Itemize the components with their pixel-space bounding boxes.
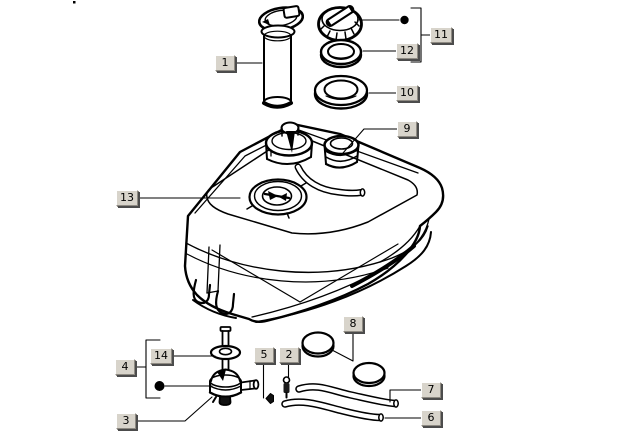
leader-bracket-11 (410, 7, 432, 63)
leader-lines (135, 7, 432, 422)
filler-neck-washer (313, 74, 369, 110)
fuel-gauge-plate (246, 178, 308, 219)
callout-9[interactable]: 9 (397, 121, 417, 137)
leader-8 (331, 331, 354, 362)
fuel-hose-upper (295, 383, 399, 408)
callout-10[interactable]: 10 (396, 85, 418, 101)
fuel-hose-lower (281, 398, 384, 422)
rubber-pads (301, 331, 386, 388)
bolt (265, 393, 274, 404)
callout-2[interactable]: 2 (279, 347, 299, 363)
callout-dot-11 (400, 15, 409, 25)
callout-8[interactable]: 8 (343, 316, 363, 332)
callout-14[interactable]: 14 (150, 348, 172, 364)
callout-6[interactable]: 6 (421, 410, 441, 426)
fuel-sender-unit (257, 5, 305, 109)
leader-bracket-4 (135, 339, 161, 399)
callout-4[interactable]: 4 (115, 359, 135, 375)
sender-cover (264, 121, 314, 165)
leader-7 (389, 389, 422, 403)
callout-5[interactable]: 5 (254, 347, 274, 363)
tank-breather-hose (294, 163, 366, 197)
callout-13[interactable]: 13 (116, 190, 138, 206)
filler-neck (323, 134, 360, 169)
screw-spring (282, 376, 291, 399)
fuel-filler-cap (317, 5, 363, 42)
callout-dot-4 (154, 381, 165, 391)
callout-11[interactable]: 11 (430, 27, 452, 43)
callout-3[interactable]: 3 (116, 413, 136, 429)
fuel-tank-body (183, 121, 445, 323)
fuel-tap (208, 326, 260, 406)
cap-gasket (319, 38, 363, 69)
callout-1[interactable]: 1 (215, 55, 235, 71)
page-dot (73, 1, 76, 4)
leader-9 (342, 128, 398, 154)
callout-12[interactable]: 12 (396, 43, 418, 59)
callout-7[interactable]: 7 (421, 382, 441, 398)
leader-3 (136, 396, 213, 422)
